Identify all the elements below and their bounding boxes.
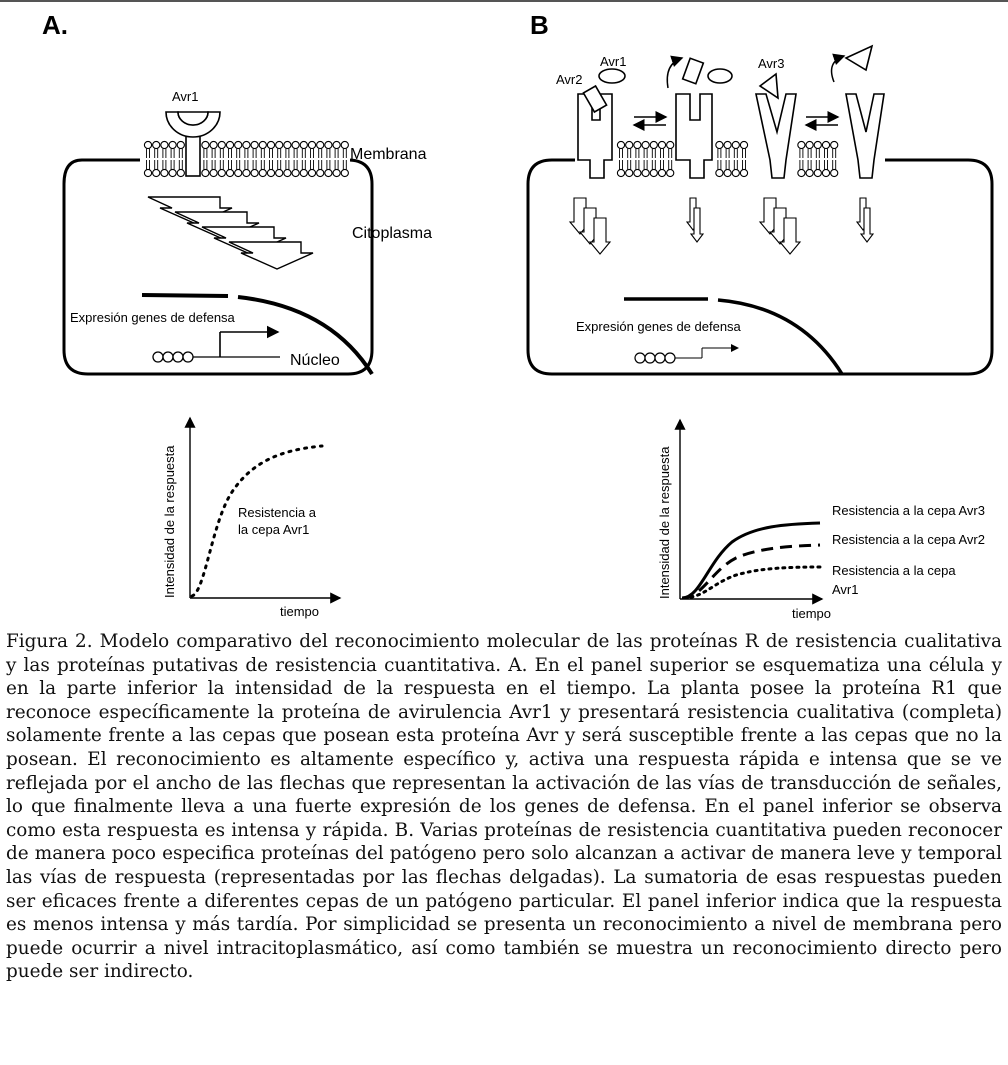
graph-b-label-avr3: Resistencia a la cepa Avr3 — [832, 503, 985, 518]
graph-b-curve-avr1 — [682, 565, 822, 600]
graph-b-curve-avr2 — [681, 543, 821, 600]
panel-a-letter: A. — [42, 10, 68, 40]
cytoplasm-label: Citoplasma — [352, 225, 432, 242]
receptor-avr3-bound — [755, 93, 797, 179]
figure-diagram: A. Avr1 Membrana Citoplasma Expresión ge… — [42, 10, 994, 621]
graph-b-label-avr1-line2: Avr1 — [832, 582, 859, 597]
nucleus-envelope-a-left — [141, 293, 229, 298]
receptor-avr1-bound — [675, 93, 713, 179]
avr-ellipse-free — [707, 68, 733, 84]
membrane-bilayer-b — [575, 140, 885, 178]
avr1-ligand-a — [177, 111, 209, 126]
signal-arrows-thick — [147, 196, 314, 270]
graph-a: Intensidad de la respuesta tiempo Resist… — [162, 416, 342, 619]
graph-b-ylabel: Intensidad de la respuesta — [657, 446, 672, 599]
nucleus-envelope-a-right — [237, 295, 374, 376]
avr2-label: Avr2 — [556, 72, 583, 87]
graph-b: Intensidad de la respuesta tiempo Resist… — [657, 418, 985, 621]
dna-gene-b — [634, 344, 739, 364]
graph-a-curve-label-1: Resistencia a — [238, 505, 317, 520]
avr1-label-a: Avr1 — [172, 89, 199, 104]
graph-b-xlabel: tiempo — [792, 606, 831, 621]
binding-arrows — [632, 53, 846, 131]
panel-b-letter: B — [530, 10, 549, 40]
graph-a-curve-avr1 — [190, 444, 324, 598]
avr1-ligand-dissociated — [681, 57, 705, 85]
nucleus-envelope-b-right — [717, 298, 844, 375]
avr3-ligand-bound — [758, 72, 779, 100]
graph-b-curve-avr3 — [681, 521, 821, 600]
nucleus-label: Núcleo — [290, 352, 340, 369]
quantitative-receptors — [577, 93, 885, 179]
cell-outline-a — [62, 158, 374, 376]
avr-ligands-b — [582, 44, 874, 114]
expression-label-b: Expresión genes de defensa — [576, 319, 742, 334]
avr3-ligand-free — [844, 44, 874, 72]
avr3-label: Avr3 — [758, 56, 785, 71]
membrane-label: Membrana — [350, 146, 427, 163]
avr1-ligand-b — [598, 68, 626, 84]
graph-a-curve-label-2: la cepa Avr1 — [238, 522, 309, 537]
signal-arrows-thin — [568, 197, 875, 255]
membrane-bilayer-a — [140, 140, 350, 178]
receptor-avr3-free — [845, 93, 885, 179]
receptor-r1 — [165, 111, 221, 177]
cell-outline-b — [526, 158, 994, 376]
graph-b-label-avr2: Resistencia a la cepa Avr2 — [832, 532, 985, 547]
avr2-ligand — [582, 84, 608, 114]
graph-b-label-avr1-line1: Resistencia a la cepa — [832, 563, 956, 578]
expression-label-a: Expresión genes de defensa — [70, 310, 236, 325]
dna-gene-a — [152, 325, 280, 363]
receptor-avr2-bound — [577, 93, 613, 179]
figure-caption: Figura 2. Modelo comparativo del reconoc… — [6, 631, 1002, 983]
avr1-label-b: Avr1 — [600, 54, 627, 69]
graph-a-ylabel: Intensidad de la respuesta — [162, 445, 177, 598]
graph-a-xlabel: tiempo — [280, 604, 319, 619]
